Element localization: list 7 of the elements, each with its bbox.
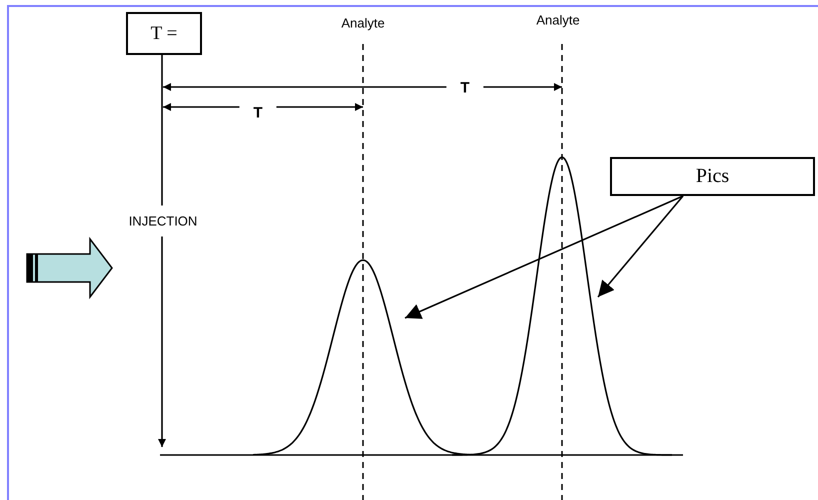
box-label: Pics <box>696 165 730 188</box>
peak-label: Analyte <box>341 16 385 30</box>
peak-label: Analyte <box>536 12 580 28</box>
arrow <box>158 55 166 447</box>
box-label: T = <box>150 22 178 44</box>
leader-line <box>404 195 684 319</box>
leader-line <box>597 195 684 298</box>
